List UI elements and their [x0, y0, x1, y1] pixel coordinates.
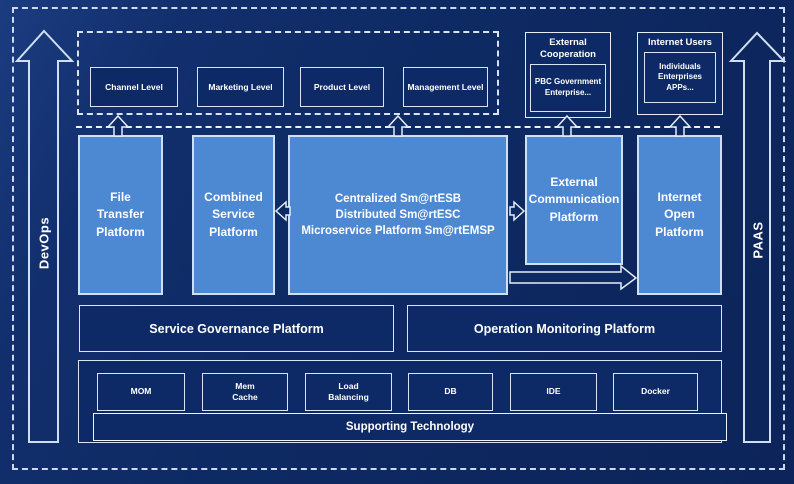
tech-box-mom: MOM: [97, 373, 185, 411]
platform-label: Combined Service Platform: [204, 190, 263, 239]
external-cooperation-members: PBC Government Enterprise...: [530, 63, 606, 112]
platform-internet-open: Internet Open Platform: [637, 135, 722, 295]
tech-box-docker: Docker: [613, 373, 698, 411]
consumer-layer-dashed-separator: [76, 126, 720, 128]
devops-rail-label: DevOps: [36, 216, 52, 270]
level-box-management: Management Level: [403, 67, 488, 107]
platform-file-transfer: File Transfer Platform: [78, 135, 163, 295]
platform-external-communication: External Communication Platform: [525, 135, 623, 265]
tech-box-load-balancing: Load Balancing: [305, 373, 392, 411]
platform-label: File Transfer Platform: [96, 190, 145, 239]
platform-label: Internet Open Platform: [655, 190, 704, 239]
external-cooperation-box: External Cooperation PBC Government Ente…: [525, 32, 611, 118]
internet-users-members: Individuals Enterprises APPs...: [644, 51, 716, 103]
platform-label: External Communication Platform: [528, 175, 620, 224]
tech-label: Docker: [641, 386, 670, 397]
governance-label: Service Governance Platform: [149, 321, 324, 336]
tech-label: MOM: [130, 386, 152, 397]
level-box-channel: Channel Level: [90, 67, 178, 107]
platform-central-esb: Centralized Sm@rtESB Distributed Sm@rtES…: [288, 135, 508, 295]
platform-combined-service: Combined Service Platform: [192, 135, 275, 295]
business-levels-dashed-band: [77, 31, 499, 115]
tech-box-mem-cache: Mem Cache: [202, 373, 288, 411]
tech-label: IDE: [546, 386, 561, 397]
level-label: Management Level: [407, 82, 484, 92]
platform-label: Centralized Sm@rtESB Distributed Sm@rtES…: [301, 192, 495, 238]
internet-users-title: Internet Users: [648, 37, 712, 48]
tech-label: Load Balancing: [328, 380, 369, 402]
tech-label: DB: [444, 386, 457, 397]
level-box-marketing: Marketing Level: [197, 67, 284, 107]
tech-label: Mem Cache: [232, 380, 258, 402]
service-governance-platform-box: Service Governance Platform: [79, 305, 394, 352]
level-label: Product Level: [313, 82, 371, 92]
tech-box-db: DB: [408, 373, 493, 411]
level-label: Marketing Level: [208, 82, 273, 92]
supporting-bar-label: Supporting Technology: [345, 421, 475, 433]
level-box-product: Product Level: [300, 67, 384, 107]
supporting-technology-bar: Supporting Technology: [93, 413, 727, 441]
monitoring-label: Operation Monitoring Platform: [473, 321, 656, 336]
paas-rail-label: PAAS: [750, 221, 766, 259]
tech-box-ide: IDE: [510, 373, 597, 411]
internet-users-box: Internet Users Individuals Enterprises A…: [637, 32, 723, 115]
external-cooperation-title: External Cooperation: [540, 37, 596, 60]
operation-monitoring-platform-box: Operation Monitoring Platform: [407, 305, 722, 352]
level-label: Channel Level: [105, 82, 163, 92]
